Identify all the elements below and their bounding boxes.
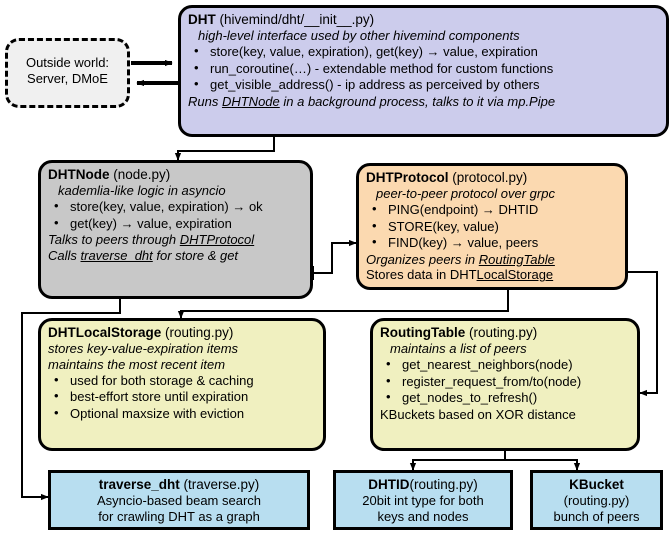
dhtnode-footer1-pre: Talks to peers through [48,232,180,248]
dhtnode-title: DHTNode (node.py) [48,167,303,183]
arrow-routingtable-to-dhtid [409,451,506,471]
dhtnode-link-traverse-dht[interactable]: traverse_dht [80,247,153,263]
dhtnode-bullets: store(key, value, expiration) → ok get(k… [48,198,303,233]
dht-footer: Runs DHTNode in a background process, ta… [188,94,659,110]
node-outside-world[interactable]: Outside world: Server, DMoE [5,38,130,108]
node-dhtnode[interactable]: DHTNode (node.py) kademlia-like logic in… [38,160,313,299]
node-dhtprotocol[interactable]: DHTProtocol (protocol.py) peer-to-peer p… [356,163,628,290]
dht-title: DHT (hivemind/dht/__init__.py) [188,12,659,28]
dhtnode-bullet-1: get(key) → value, expiration [48,215,303,233]
routingtable-path: (routing.py) [469,325,538,340]
routingtable-footer: KBuckets based on XOR distance [380,406,576,422]
arrow-dhtnode-to-dhtprotocol [312,239,357,280]
dht-bullets: store(key, value, expiration), get(key) … [188,43,659,94]
dht-path: (hivemind/dht/__init__.py) [219,12,375,27]
dht-subtitle: high-level interface used by other hivem… [198,28,520,44]
dhtprotocol-footer-2: Stores data in DHTLocalStorage [366,267,618,283]
routingtable-bullet-1: register_request_from/to(node) [380,373,630,391]
node-dhtlocalstorage[interactable]: DHTLocalStorage (routing.py) stores key-… [38,318,326,451]
arrow-dht-to-dhtnode [174,137,275,161]
traverse-dht-name: traverse_dht [98,477,180,492]
dhtnode-bullet-0: store(key, value, expiration) → ok [48,198,303,216]
dhtprotocol-name: DHTProtocol [366,170,449,185]
node-dhtid[interactable]: DHTID(routing.py) 20bit int type for bot… [333,470,513,530]
traverse-dht-line3: for crawling DHT as a graph [98,509,260,525]
dhtid-path: (routing.py) [409,477,478,492]
dhtprotocol-link-localstorage[interactable]: LocalStorage [476,267,554,283]
dhtprotocol-bullet-2: FIND(key) → value, peers [366,234,618,252]
dhtid-line2: 20bit int type for both [362,493,484,509]
dht-footer-link-dhtnode[interactable]: DHTNode [221,93,280,109]
routingtable-name: RoutingTable [380,325,466,340]
dhtnode-footer-1: Talks to peers through DHTProtocol [48,232,303,248]
dhtprotocol-bullets: PING(endpoint) → DHTID STORE(key, value)… [366,201,618,252]
dht-name: DHT [188,12,216,27]
dhtnode-subtitle: kademlia-like logic in asyncio [58,183,226,199]
node-routingtable[interactable]: RoutingTable (routing.py) maintains a li… [370,318,640,451]
dhtprotocol-path: (protocol.py) [452,170,528,185]
dhtlocalstorage-subtitle-2: maintains the most recent item [48,357,226,373]
kbucket-line2: bunch of peers [553,509,640,525]
dhtnode-link-dhtprotocol[interactable]: DHTProtocol [179,232,255,248]
routingtable-bullets: get_nearest_neighbors(node) register_req… [380,356,630,407]
dhtlocalstorage-bullets: used for both storage & caching best-eff… [48,372,316,423]
dhtprotocol-bullet-0: PING(endpoint) → DHTID [366,201,618,219]
dhtprotocol-footer-1: Organizes peers in RoutingTable [366,252,618,268]
dhtnode-path: (node.py) [113,167,171,182]
dhtprotocol-subtitle: peer-to-peer protocol over grpc [376,186,555,202]
node-dht[interactable]: DHT (hivemind/dht/__init__.py) high-leve… [178,5,669,137]
dhtprotocol-footer2-pre: Stores data in DHT [366,267,477,283]
routingtable-subtitle: maintains a list of peers [390,341,527,357]
dhtlocalstorage-bullet-1: best-effort store until expiration [48,388,316,406]
dhtlocalstorage-name: DHTLocalStorage [48,325,162,340]
dht-bullet-2: get_visible_address() - ip address as pe… [188,76,659,94]
node-kbucket[interactable]: KBucket (routing.py) bunch of peers [530,470,663,530]
dht-bullet-0: store(key, value, expiration), get(key) … [188,43,659,61]
dht-footer-pre: Runs [188,93,222,109]
routingtable-title: RoutingTable (routing.py) [380,325,630,341]
routingtable-bullet-2: get_nodes_to_refresh() [380,389,630,407]
outside-world-line1: Outside world: [25,55,110,70]
dhtprotocol-bullet-1: STORE(key, value) [366,218,618,236]
dhtid-line3: keys and nodes [377,509,469,525]
dhtlocalstorage-title: DHTLocalStorage (routing.py) [48,325,316,341]
dhtnode-footer2-post: for store & get [152,247,239,263]
dhtlocalstorage-subtitle-1: stores key-value-expiration items [48,341,239,357]
dht-footer-post: in a background process, talks to it via… [279,93,556,109]
traverse-dht-line2: Asyncio-based beam search [96,493,262,509]
dhtnode-footer2-pre: Calls [48,247,81,263]
dhtlocalstorage-bullet-2: Optional maxsize with eviction [48,405,316,423]
traverse-dht-path: (traverse.py) [183,477,260,492]
node-traverse-dht[interactable]: traverse_dht (traverse.py) Asyncio-based… [48,470,310,530]
dhtlocalstorage-path: (routing.py) [165,325,234,340]
dhtprotocol-link-routingtable[interactable]: RoutingTable [478,251,555,267]
dhtlocalstorage-bullet-0: used for both storage & caching [48,372,316,390]
arrow-routingtable-to-kbucket [505,459,581,471]
dht-bullet-1: run_coroutine(…) - extendable method for… [188,60,659,78]
dhtid-title: DHTID(routing.py) [343,477,503,493]
kbucket-name: KBucket [569,477,624,492]
kbucket-path: (routing.py) [563,493,630,509]
traverse-dht-title: traverse_dht (traverse.py) [58,477,300,493]
dhtprotocol-footer1-pre: Organizes peers in [366,251,479,267]
dhtnode-name: DHTNode [48,167,110,182]
dhtprotocol-title: DHTProtocol (protocol.py) [366,170,618,186]
routingtable-bullet-0: get_nearest_neighbors(node) [380,356,630,374]
dhtid-name: DHTID [368,477,410,492]
outside-world-line2: Server, DMoE [27,70,108,86]
dhtnode-footer-2: Calls traverse_dht for store & get [48,248,303,264]
